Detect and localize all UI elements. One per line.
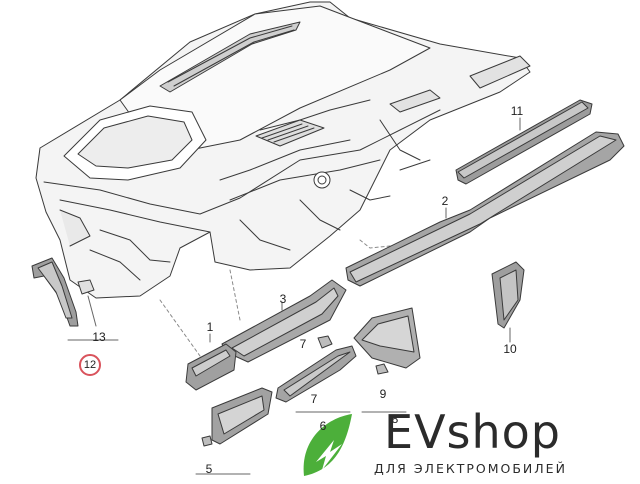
part-10-trim-piece xyxy=(491,261,525,343)
callout-5: 5 xyxy=(205,462,213,476)
part-7-clip-upper xyxy=(317,335,333,349)
callout-2: 2 xyxy=(441,194,449,208)
callout-9: 9 xyxy=(379,387,387,401)
callout-1: 1 xyxy=(206,320,214,334)
part-8-console-side xyxy=(353,307,421,413)
part-1-panel xyxy=(185,333,237,391)
brand-name: EVshop xyxy=(384,405,561,459)
callout-11: 11 xyxy=(510,104,524,118)
callout-7-upper: 7 xyxy=(299,337,307,351)
callout-6: 6 xyxy=(319,419,327,433)
leaf-logo xyxy=(303,414,352,476)
callout-3: 3 xyxy=(279,292,287,306)
callout-12: 12 xyxy=(79,354,101,376)
part-7-trim-lower xyxy=(275,345,357,413)
callout-13: 13 xyxy=(92,330,106,344)
brand-tagline: ДЛЯ ЭЛЕКТРОМОБИЛЕЙ xyxy=(374,461,567,476)
part-6-lower-panel xyxy=(195,387,273,475)
part-12-side-trim xyxy=(31,257,119,341)
leader-lines xyxy=(159,239,391,357)
part-11-trim xyxy=(455,99,593,185)
part-2-trim-bar xyxy=(345,131,625,287)
callout-10: 10 xyxy=(503,342,517,356)
callout-7-lower: 7 xyxy=(310,392,318,406)
callout-8: 8 xyxy=(391,412,399,426)
dashboard-assembly xyxy=(35,1,531,299)
